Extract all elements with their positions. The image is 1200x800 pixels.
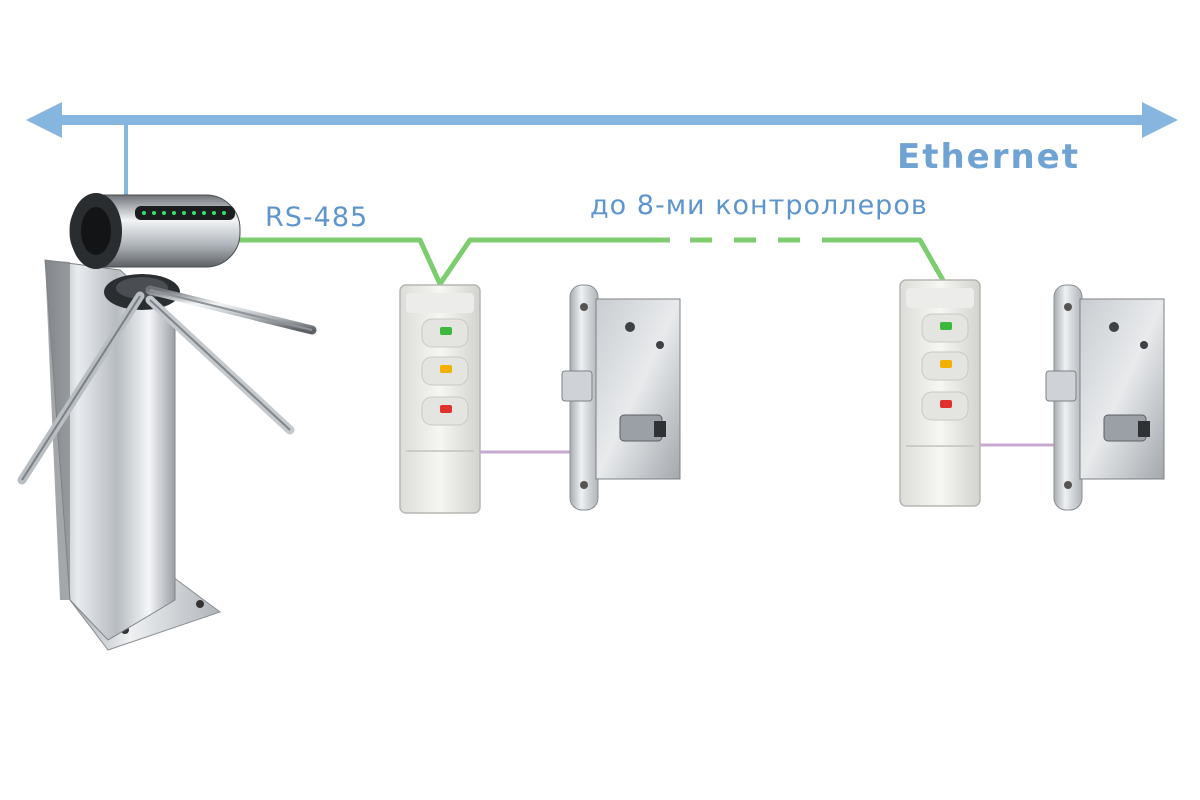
tripod-turnstile-icon xyxy=(17,193,317,651)
ethernet-bus-line xyxy=(50,115,1150,125)
access-controller-icon xyxy=(899,279,981,507)
ethernet-label: Ethernet xyxy=(897,137,1080,177)
rs485-label: RS-485 xyxy=(265,202,368,233)
bus-left-arrowhead-icon xyxy=(26,102,62,138)
turnstile-ethernet-drop xyxy=(124,124,128,202)
rs485-line-primary xyxy=(236,237,670,287)
rs485-line-secondary xyxy=(822,237,947,284)
controllers-count-label: до 8-ми контроллеров xyxy=(590,190,928,221)
mortise-lock-icon xyxy=(561,284,681,511)
ethernet-bus xyxy=(26,102,1178,202)
rs485-bus xyxy=(236,237,947,287)
access-controller-icon xyxy=(399,284,481,514)
mortise-lock-icon xyxy=(1045,284,1165,511)
bus-right-arrowhead-icon xyxy=(1142,102,1178,138)
